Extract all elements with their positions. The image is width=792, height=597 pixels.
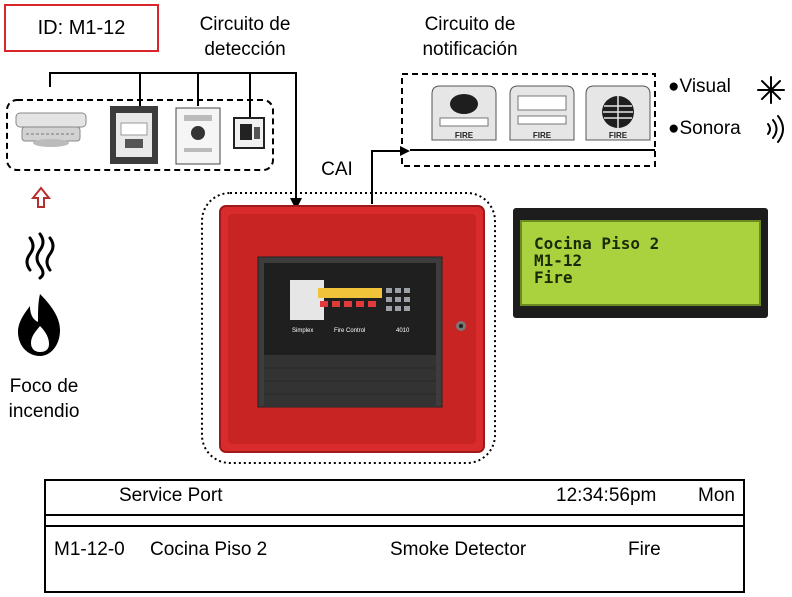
service-port-divider-1 bbox=[46, 514, 743, 516]
notification-devices-group bbox=[401, 73, 656, 167]
panel-model-number: 4010 bbox=[396, 328, 410, 334]
service-port-status: Fire bbox=[628, 539, 661, 560]
flash-icon bbox=[757, 76, 785, 104]
lcd-line-2: M1-12 bbox=[534, 251, 583, 270]
detection-circuit-caption: Circuito de detección bbox=[170, 12, 320, 62]
cai-outline bbox=[201, 192, 496, 464]
legend-visual: ●Visual bbox=[668, 76, 731, 98]
detection-devices-group bbox=[6, 99, 274, 171]
fire-source-caption-line2: incendio bbox=[8, 401, 80, 422]
bell-fire-label-1: FIRE bbox=[455, 131, 474, 140]
strobe-icon: FIRE bbox=[509, 85, 575, 141]
control-module-icon bbox=[233, 117, 265, 149]
notification-circuit-caption: Circuito de notificación bbox=[395, 12, 545, 62]
pull-station-icon bbox=[110, 106, 158, 164]
fire-alarm-control-panel: Simplex Fire Control 4010 bbox=[219, 205, 485, 453]
panel-brand: Simplex bbox=[292, 328, 313, 334]
bullet-icon: ● bbox=[668, 76, 680, 97]
legend-sonora: ●Sonora bbox=[668, 118, 741, 140]
legend-sonora-label: Sonora bbox=[679, 118, 741, 139]
lcd-display: Cocina Piso 2 M1-12 Fire bbox=[513, 208, 768, 318]
horn-icon: FIRE bbox=[585, 85, 651, 141]
legend-visual-label: Visual bbox=[679, 76, 731, 97]
detection-circuit-caption-line2: detección bbox=[204, 39, 286, 60]
cai-label: CAI bbox=[321, 159, 353, 180]
lcd-screen: Cocina Piso 2 M1-12 Fire bbox=[520, 220, 761, 306]
heat-waves-icon bbox=[25, 232, 55, 280]
fire-source-caption: Foco de incendio bbox=[0, 374, 88, 424]
arrow-down-icon bbox=[290, 198, 302, 210]
lcd-line-3: Fire bbox=[534, 268, 573, 287]
service-port-title: Service Port bbox=[119, 485, 223, 506]
detection-circuit-caption-line1: Circuito de bbox=[199, 14, 291, 35]
service-port-location: Cocina Piso 2 bbox=[150, 539, 268, 560]
service-port-divider-2 bbox=[46, 525, 743, 527]
bell-fire-label-3: FIRE bbox=[609, 131, 628, 140]
lcd-line-1: Cocina Piso 2 bbox=[534, 234, 660, 253]
service-port-point: M1-12-0 bbox=[54, 539, 125, 560]
notification-wiring-up bbox=[371, 150, 402, 204]
flame-icon bbox=[18, 294, 60, 356]
panel-model-label: Fire Control bbox=[334, 328, 365, 334]
device-id-label: ID: M1-12 bbox=[37, 16, 126, 39]
smoke-detector-icon bbox=[15, 112, 87, 147]
service-port-box: Service Port 12:34:56pm Mon M1-12-0 Coci… bbox=[44, 479, 745, 593]
device-id-box: ID: M1-12 bbox=[4, 4, 159, 52]
notification-circuit-caption-line2: notificación bbox=[422, 39, 518, 60]
bell-fire-label-2: FIRE bbox=[533, 131, 552, 140]
sound-waves-icon bbox=[767, 115, 784, 143]
bullet-icon: ● bbox=[668, 118, 680, 139]
service-port-time: 12:34:56pm bbox=[556, 485, 657, 506]
monitor-module-icon bbox=[175, 107, 221, 165]
arrow-up-icon bbox=[30, 186, 52, 208]
service-port-day: Mon bbox=[698, 485, 735, 506]
notification-circuit-caption-line1: Circuito de bbox=[424, 14, 516, 35]
fire-source-caption-line1: Foco de bbox=[9, 376, 79, 397]
service-port-device-type: Smoke Detector bbox=[390, 539, 527, 560]
strobe-horn-icon: FIRE bbox=[431, 85, 497, 141]
